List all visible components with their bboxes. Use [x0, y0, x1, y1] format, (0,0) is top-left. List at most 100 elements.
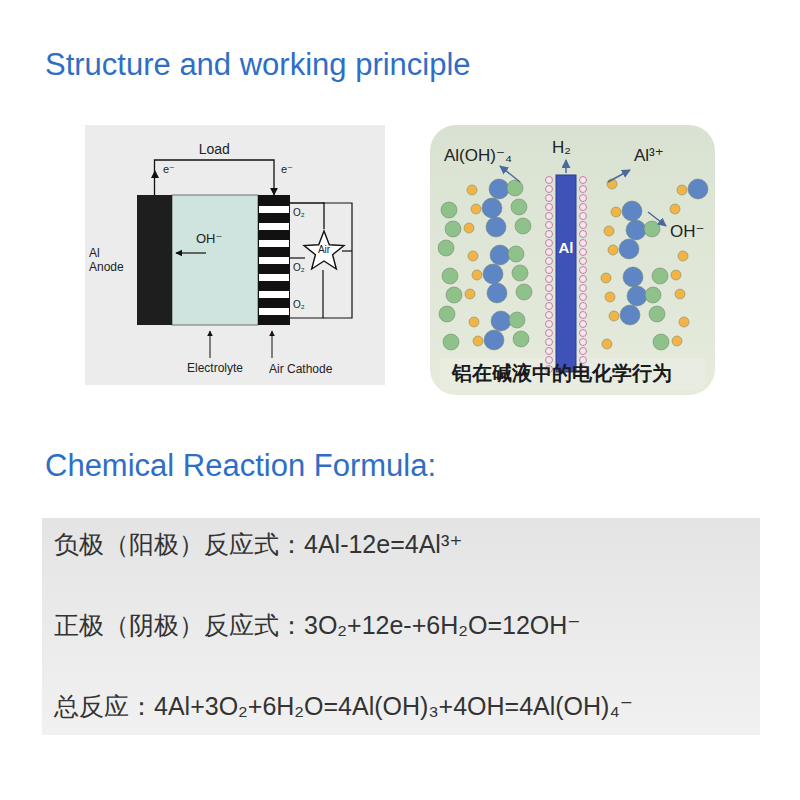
ion-particle — [465, 289, 475, 299]
ion-particle — [487, 283, 507, 303]
anode-plate: Al Anode — [137, 195, 172, 325]
pointer-arrow — [272, 331, 273, 358]
part-name: Al Anode — [89, 247, 133, 275]
ion-particle — [513, 331, 529, 347]
ion-particle — [511, 199, 527, 215]
ion-particle — [489, 179, 509, 199]
air-wire — [290, 270, 323, 318]
air-star: Air — [302, 229, 346, 273]
wire-connector — [155, 160, 275, 195]
hydrogen-bubble — [580, 303, 587, 310]
ion-particle — [469, 317, 479, 327]
wire-connector — [290, 203, 324, 229]
hydrogen-bubble — [580, 276, 587, 283]
ion-particle — [626, 220, 646, 240]
ion-particle — [516, 284, 532, 300]
ion-particle — [471, 204, 481, 214]
ion-particle — [620, 305, 640, 325]
ion-particle — [512, 265, 528, 281]
ion-particle — [619, 239, 639, 259]
ion-particle — [677, 185, 687, 195]
ion-label: OH⁻ — [670, 222, 704, 242]
release-arrow — [500, 166, 520, 182]
ion-particle — [509, 312, 525, 328]
section-title: Structure and working principle — [45, 47, 471, 83]
ion-particle — [443, 334, 459, 350]
ion-particle — [623, 267, 643, 287]
hydrogen-bubble — [546, 330, 553, 337]
hydrogen-bubble — [546, 294, 553, 301]
hydrogen-bubble — [580, 312, 587, 319]
hydrogen-bubble — [580, 258, 587, 265]
ion-particle — [473, 336, 483, 346]
ion-particle — [608, 245, 618, 255]
ion-arrow — [176, 252, 206, 253]
part-name: Air Cathode — [269, 363, 353, 377]
figure-caption: 铝在碱液中的电化学行为 — [452, 362, 672, 385]
hydrogen-bubble — [546, 321, 553, 328]
reaction-formula: 负极（阳极）反应式：4Al-12e=4Al³⁺ — [54, 530, 462, 559]
part-name: Electrolyte — [160, 362, 270, 376]
ion-particle — [441, 202, 457, 218]
hydrogen-bubble — [546, 312, 553, 319]
ion-particle — [622, 201, 642, 221]
hydrogen-bubble — [546, 186, 553, 193]
ion-label: Al(OH)⁻₄ — [444, 146, 512, 166]
hydrogen-bubble — [580, 177, 587, 184]
reaction-formula: 正极（阴极）反应式：3O₂+12e-+6H₂O=12OH⁻ — [54, 611, 581, 640]
figure-panel — [85, 125, 385, 385]
hydrogen-bubbles — [546, 177, 587, 373]
hydrogen-bubble — [580, 186, 587, 193]
hydrogen-bubble — [546, 222, 553, 229]
hydrogen-bubble — [546, 276, 553, 283]
oxygen-label: O₂ — [293, 299, 305, 311]
formula-panel: 负极（阳极）反应式：4Al-12e=4Al³⁺ 正极（阴极）反应式：3O₂+12e… — [42, 518, 760, 735]
section-heading: Chemical Reaction Formula: — [45, 448, 436, 484]
ion-particle — [653, 334, 669, 350]
ion-particle — [515, 218, 531, 234]
ion-particle — [446, 287, 462, 303]
hydrogen-bubble — [580, 222, 587, 229]
hydrogen-bubble — [546, 339, 553, 346]
ion-particle — [601, 273, 611, 283]
hydrogen-bubble — [546, 348, 553, 355]
ion-particle — [644, 221, 660, 237]
hydrogen-bubble — [580, 285, 587, 292]
hydrogen-bubble — [546, 258, 553, 265]
ion-particle — [679, 317, 689, 327]
gas-label: H₂ — [552, 138, 571, 158]
electrolyte-region: OH⁻Electrolyte — [172, 195, 258, 325]
ion-particle — [670, 204, 680, 214]
ion-particle — [468, 251, 478, 261]
ion-particle — [442, 268, 458, 284]
oxygen-label: O₂ — [293, 262, 305, 274]
ion-particle — [483, 264, 503, 284]
ion-label: Al³⁺ — [634, 146, 664, 166]
hydrogen-bubble — [546, 177, 553, 184]
hydrogen-bubble — [546, 195, 553, 202]
reaction-formula: 总反应：4Al+3O₂+6H₂O=4Al(OH)₃+4OH=4Al(OH)₄⁻ — [54, 692, 633, 721]
ion-particle — [482, 198, 502, 218]
ion-particle — [472, 270, 482, 280]
hydrogen-bubble — [546, 213, 553, 220]
load-label: Load — [196, 141, 233, 157]
release-arrow — [565, 160, 567, 173]
electron-label: e⁻ — [163, 163, 175, 176]
ion-particle — [507, 180, 523, 196]
ion-particle — [627, 286, 647, 306]
part-name: Air — [302, 244, 346, 256]
hydrogen-bubble — [546, 231, 553, 238]
air-wire — [290, 257, 305, 258]
ion-particle — [491, 311, 511, 331]
hydrogen-bubble — [580, 240, 587, 247]
ion-particle — [645, 287, 661, 303]
ion-particle — [486, 217, 506, 237]
hydrogen-bubble — [546, 204, 553, 211]
ion-particle — [604, 226, 614, 236]
ion-particle — [609, 311, 619, 321]
ion-particle — [649, 306, 665, 322]
ion-particle — [675, 289, 685, 299]
electrode-label: Al — [556, 239, 576, 256]
caption-band — [440, 358, 705, 390]
